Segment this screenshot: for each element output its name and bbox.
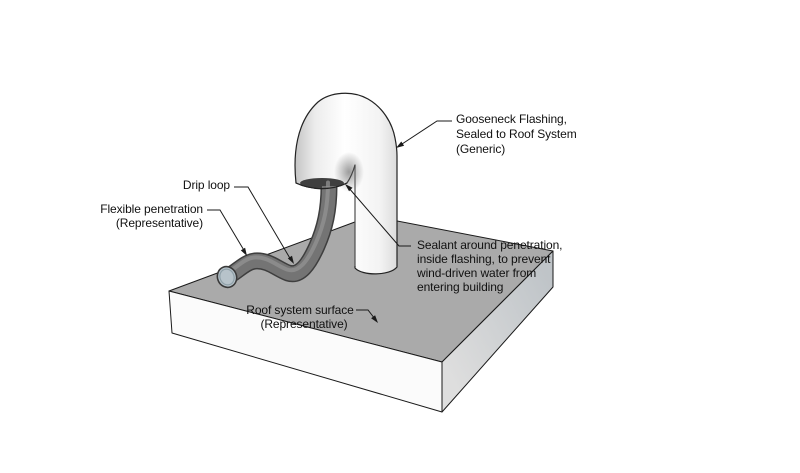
label-gooseneck-flashing: Gooseneck Flashing, Sealed to Roof Syste…: [456, 112, 577, 156]
arrow-gooseneck: [396, 141, 405, 148]
label-sealant-line2: inside flashing, to prevent: [417, 252, 551, 266]
label-gooseneck-line1: Gooseneck Flashing,: [456, 112, 567, 126]
label-sealant-line3: wind-driven water from: [416, 266, 536, 280]
leader-flexible-penetration: [207, 209, 246, 253]
arrow-flexible-penetration: [240, 247, 247, 256]
cable-body: [223, 185, 336, 284]
arrow-drip-loop: [287, 255, 294, 264]
label-drip-loop: Drip loop: [183, 178, 231, 192]
flashing-opening-rim: [295, 164, 356, 266]
roof-front-right-face: [441, 250, 554, 413]
arrow-roof-surface: [371, 315, 378, 323]
flexible-penetration-cable: [216, 180, 338, 289]
gooseneck-flashing: [294, 92, 398, 275]
arrow-sealant: [345, 184, 353, 192]
leader-lines: [207, 120, 452, 320]
label-sealant: Sealant around penetration, inside flash…: [416, 238, 563, 294]
label-sealant-line4: entering building: [417, 280, 503, 294]
label-sealant-line1: Sealant around penetration,: [417, 238, 562, 252]
label-roof-surface: Roof system surface (Representative): [246, 303, 354, 331]
label-gooseneck-line3: (Generic): [456, 142, 505, 156]
cable-highlight: [224, 180, 330, 276]
leader-drip-loop: [234, 186, 292, 261]
label-flexible-line1: Flexible penetration: [100, 202, 203, 216]
leader-sealant: [347, 186, 411, 247]
labels: Gooseneck Flashing, Sealed to Roof Syste…: [100, 112, 577, 331]
roof-slab: [168, 215, 554, 413]
label-roof-line1: Roof system surface: [246, 303, 354, 317]
label-flexible-penetration: Flexible penetration (Representative): [100, 202, 203, 230]
cable-end-cap: [216, 265, 238, 289]
label-gooseneck-line2: Sealed to Roof System: [456, 127, 577, 141]
flashing-opening-interior: [300, 178, 344, 188]
leader-roof-surface: [356, 309, 376, 320]
leader-gooseneck: [398, 120, 452, 147]
label-drip-loop-text: Drip loop: [183, 178, 231, 192]
leader-arrowheads: [240, 141, 405, 323]
label-roof-line2: (Representative): [260, 317, 347, 331]
label-flexible-line2: (Representative): [116, 216, 203, 230]
